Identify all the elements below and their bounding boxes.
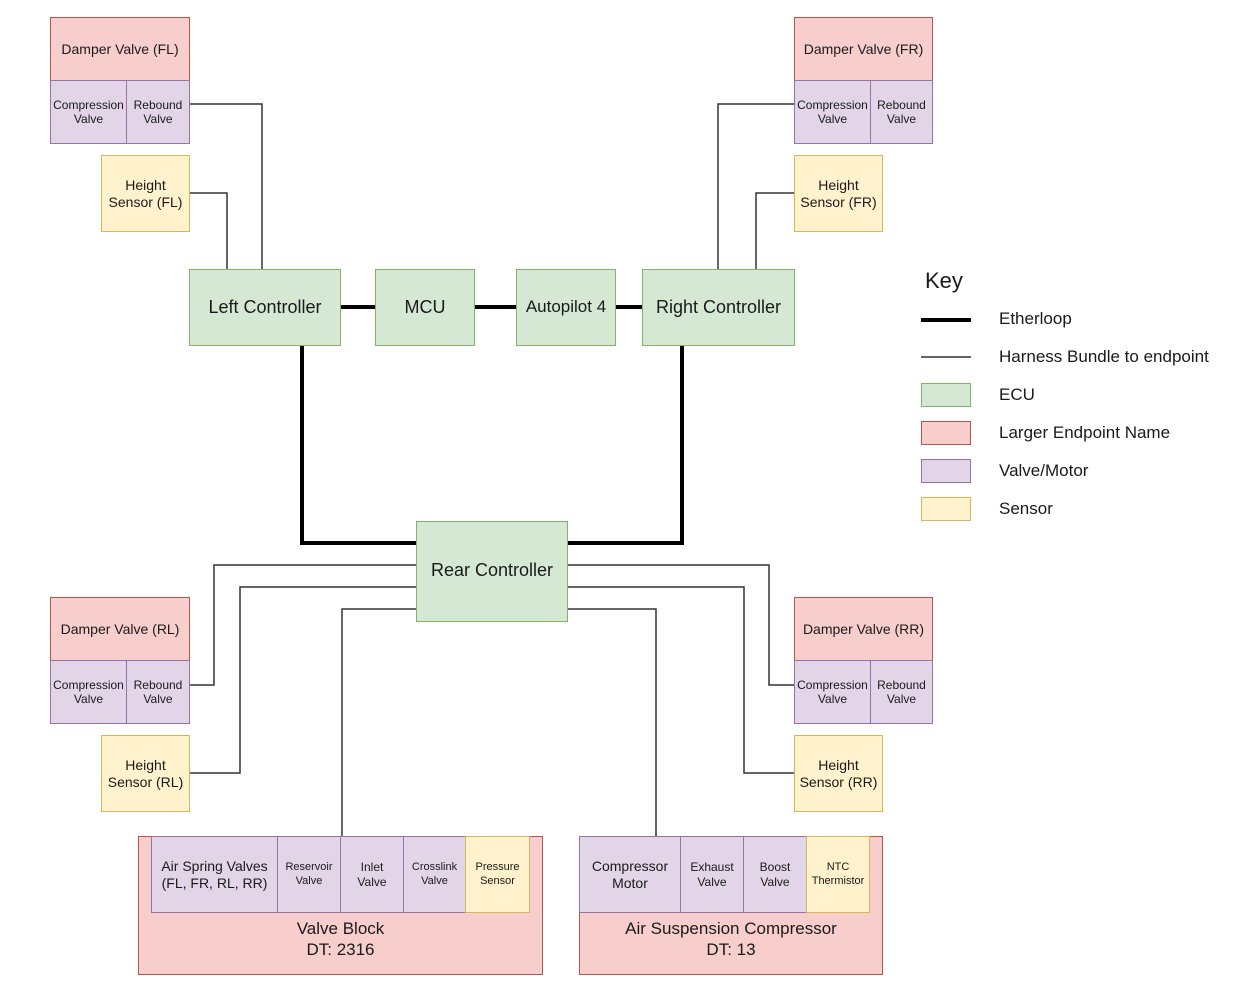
legend-swatch-valve-motor (921, 459, 971, 483)
left-controller: Left Controller (189, 269, 341, 346)
legend-label-etherloop: Etherloop (999, 309, 1072, 328)
damper-valve-fl: Damper Valve (FL) (50, 17, 190, 81)
damper-valve-fl-label: Damper Valve (FL) (61, 40, 179, 57)
right-controller: Right Controller (642, 269, 795, 346)
rebound-valve-fr: Rebound Valve (870, 80, 933, 144)
legend-title: Key (925, 268, 963, 293)
etherloop-left-rear (300, 345, 417, 545)
compression-valve-rl: Compression Valve (50, 660, 127, 724)
rear-controller: Rear Controller (416, 521, 568, 622)
harness-compressor (567, 608, 657, 838)
legend-label-sensor: Sensor (999, 499, 1053, 518)
autopilot-label: Autopilot 4 (525, 297, 607, 317)
harness-links (189, 103, 795, 838)
compression-valve-fr: Compression Valve (794, 80, 871, 144)
height-sensor-rr: Height Sensor (RR) (794, 735, 883, 812)
legend-label-valve-motor: Valve/Motor (999, 461, 1089, 480)
damper-valve-rl-label: Damper Valve (RL) (60, 620, 180, 637)
legend-label-ecu: ECU (999, 385, 1035, 404)
damper-valve-fr-label: Damper Valve (FR) (803, 40, 924, 57)
inlet-valve: Inlet Valve (340, 836, 404, 913)
compression-valve-rr: Compression Valve (794, 660, 871, 724)
compression-valve-fl: Compression Valve (50, 80, 127, 144)
legend-swatch-ecu (921, 383, 971, 407)
harness-rl-rebound (189, 564, 417, 686)
height-sensor-fl: Height Sensor (FL) (101, 155, 190, 232)
legend-swatch-sensor (921, 497, 971, 521)
rebound-valve-rl: Rebound Valve (126, 660, 190, 724)
rear-controller-label: Rear Controller (430, 559, 554, 580)
height-sensor-fr: Height Sensor (FR) (794, 155, 883, 232)
legend-swatch-endpoint (921, 421, 971, 445)
height-sensor-rl: Height Sensor (RL) (101, 735, 190, 812)
harness-rr-sensor (567, 586, 795, 774)
compressor-motor: Compressor Motor (579, 836, 681, 913)
autopilot-4: Autopilot 4 (516, 269, 616, 346)
pressure-sensor: Pressure Sensor (465, 836, 530, 913)
etherloop-right-rear (567, 345, 684, 545)
ntc-thermistor: NTC Thermistor (806, 836, 870, 913)
legend-label-harness: Harness Bundle to endpoint (999, 347, 1209, 366)
harness-valve-block (341, 608, 417, 838)
rebound-valve-rr: Rebound Valve (870, 660, 933, 724)
harness-rr-compression (567, 564, 795, 686)
damper-valve-rl: Damper Valve (RL) (50, 597, 190, 661)
damper-valve-rr: Damper Valve (RR) (794, 597, 933, 661)
harness-fl-sensor (189, 192, 228, 270)
harness-rl-sensor (189, 586, 417, 774)
harness-fl-rebound (189, 103, 263, 270)
damper-valve-fr: Damper Valve (FR) (794, 17, 933, 81)
damper-valve-rr-label: Damper Valve (RR) (802, 620, 925, 637)
legend-label-endpoint: Larger Endpoint Name (999, 423, 1171, 442)
boost-valve: Boost Valve (743, 836, 807, 913)
right-controller-label: Right Controller (655, 296, 782, 317)
reservoir-valve: Reservoir Valve (277, 836, 341, 913)
air-spring-valves: Air Spring Valves (FL, FR, RL, RR) (151, 836, 278, 913)
left-controller-label: Left Controller (208, 296, 322, 317)
rebound-valve-fl: Rebound Valve (126, 80, 190, 144)
mcu-label: MCU (404, 296, 446, 317)
exhaust-valve: Exhaust Valve (680, 836, 744, 913)
crosslink-valve: Crosslink Valve (403, 836, 466, 913)
etherloop-links (300, 305, 684, 545)
harness-fr-sensor (755, 192, 795, 270)
harness-fr-compression (717, 103, 795, 270)
mcu: MCU (375, 269, 475, 346)
